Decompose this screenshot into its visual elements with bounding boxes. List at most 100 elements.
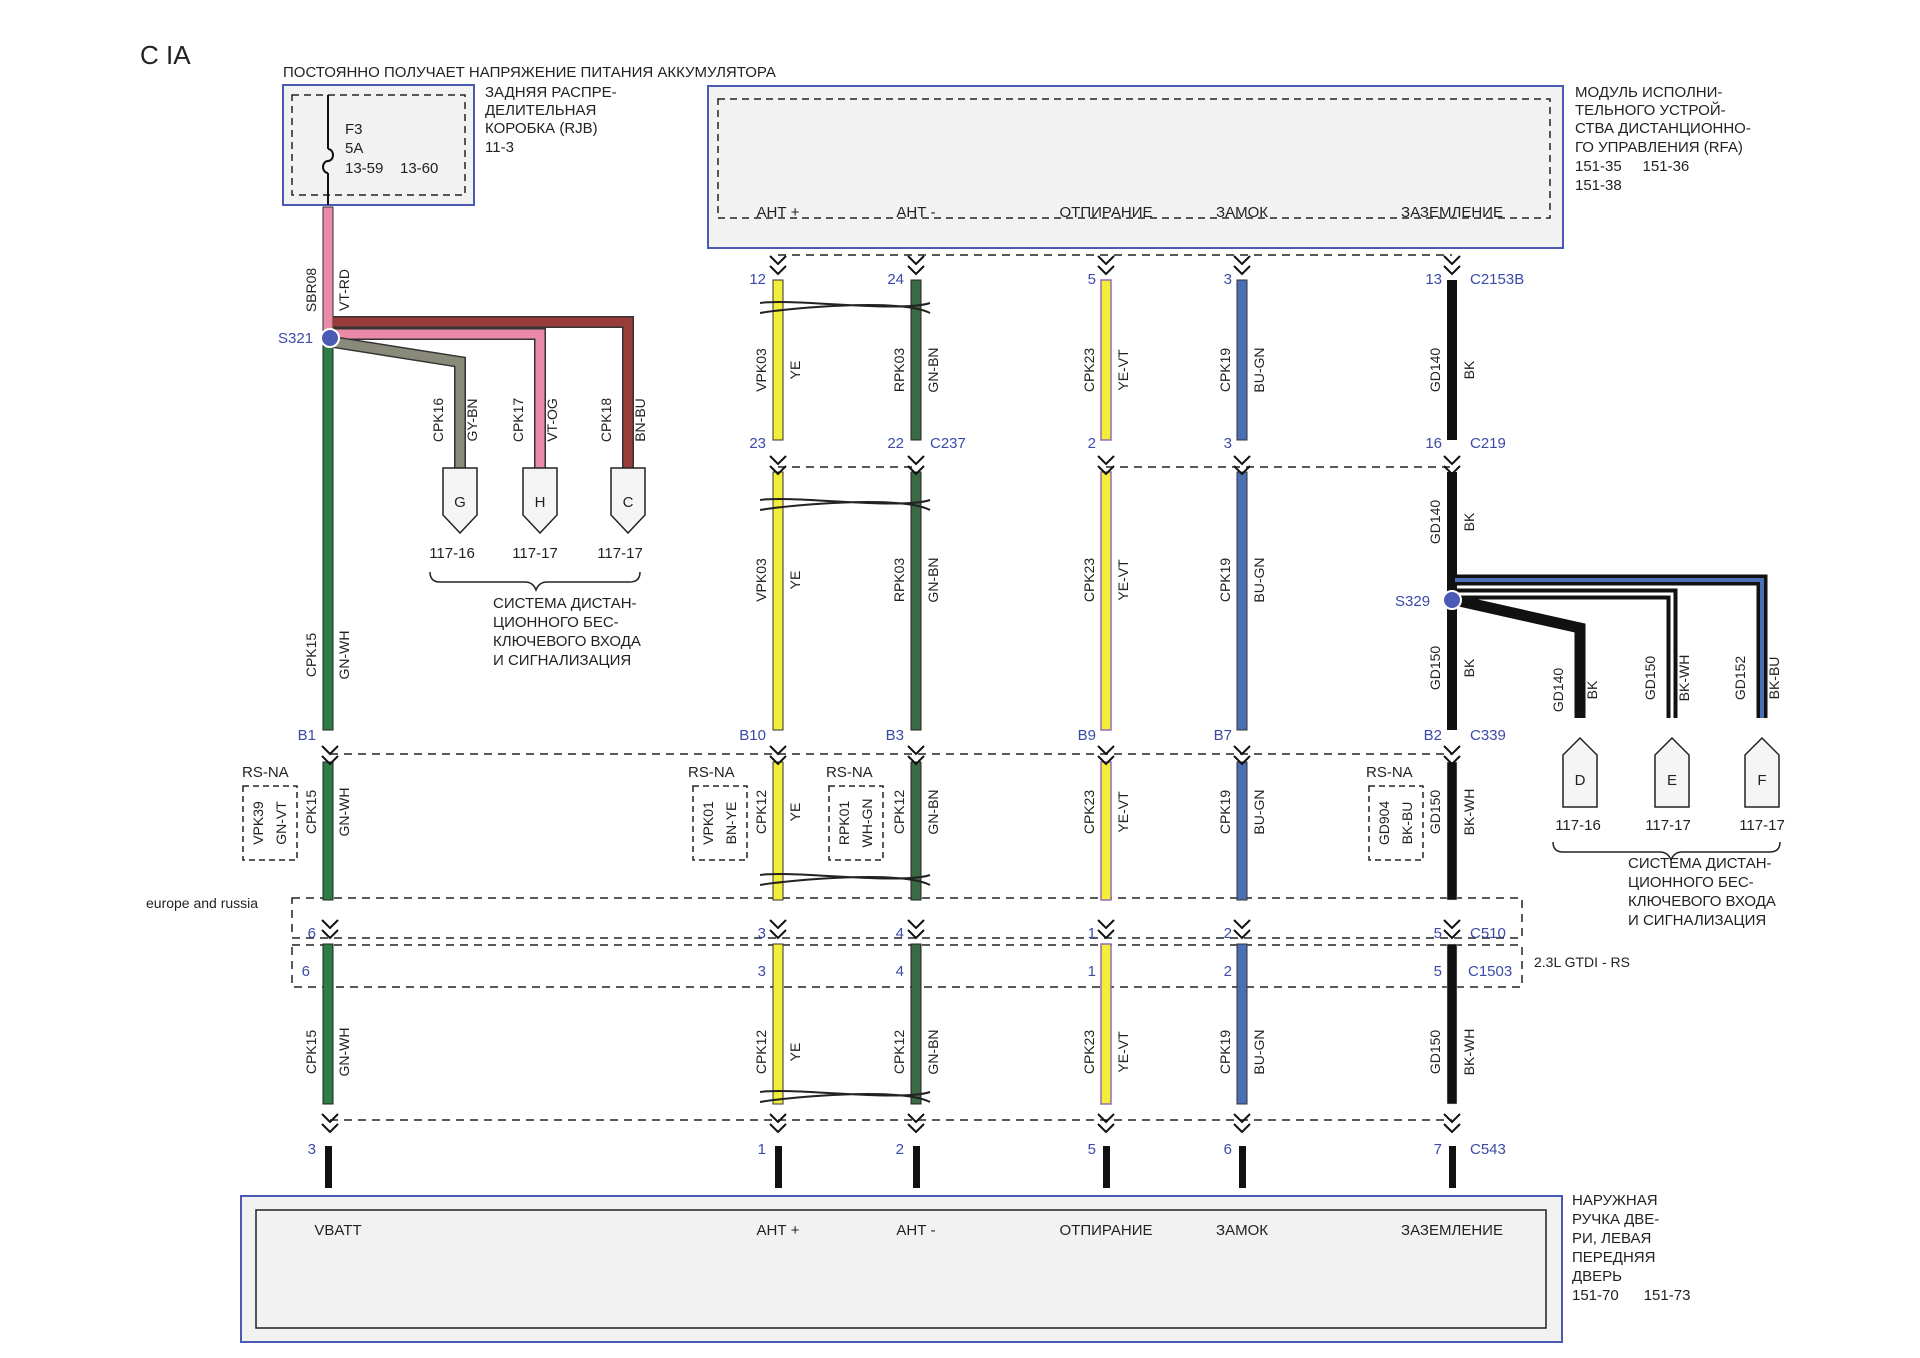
handle-pin-unlock: ОТПИРАНИЕ <box>1059 1222 1152 1239</box>
rfa-inner <box>717 98 1551 219</box>
pin-c219-unlock: 2 <box>1088 435 1096 452</box>
fuse-icon <box>322 148 334 174</box>
wire-ant-minus-seg1 <box>910 279 922 441</box>
connector-c2153b: C2153B <box>1470 271 1524 288</box>
terminal-f-ref: 117-17 <box>1739 817 1785 834</box>
wire-lock-seg3 <box>1236 761 1248 901</box>
wl-lock-s0-color: BU-GN <box>1251 347 1267 392</box>
wl-gnd-s2-color: BK <box>1461 658 1477 677</box>
pin-c510-unlock: 1 <box>1088 925 1096 942</box>
wl-antp-s1-color: YE <box>787 571 803 590</box>
pin-c339-ant-minus: B3 <box>886 727 904 744</box>
wl-gnd-s1-circuit: GD140 <box>1427 500 1443 545</box>
wire-ground-seg3 <box>1446 761 1458 901</box>
pin-c1503-ant-minus: 4 <box>896 963 904 980</box>
rfa-name-4: ГО УПРАВЛЕНИЯ (RFA) <box>1575 139 1743 156</box>
wl-gnd-s4-circuit: GD150 <box>1427 1030 1443 1075</box>
wl-antm-s3-color: GN-BN <box>925 1029 941 1074</box>
pin-c339-unlock: B9 <box>1078 727 1096 744</box>
wl-gd150-branch-circuit: GD150 <box>1642 656 1658 701</box>
connector-arrow-icon <box>1443 255 1461 276</box>
pin-c510-ant-plus: 3 <box>758 925 766 942</box>
pin-numbers: 12 24 5 3 13 C2153B 23 22 C237 2 3 16 C2… <box>298 271 1525 1158</box>
wl-lock-s2-color: BU-GN <box>1251 789 1267 834</box>
fuse-rating: 5A <box>345 140 363 157</box>
connector-arrow-icon <box>1097 1113 1115 1134</box>
wl-unl-s1-circuit: CPK23 <box>1081 558 1097 603</box>
connector-arrow-icon <box>1233 255 1251 276</box>
wl-gd152-branch-color: BK-BU <box>1766 657 1782 700</box>
pin-c543-ground: 7 <box>1434 1141 1442 1158</box>
pin-c2153b-lock: 3 <box>1224 271 1232 288</box>
handle-pin-vbatt: VBATT <box>314 1222 361 1239</box>
handle-inner <box>255 1209 1547 1329</box>
wire-vbatt-seg3 <box>322 943 334 1105</box>
wl-cpk18-color: BN-BU <box>632 398 648 442</box>
wl-cpk17-circuit: CPK17 <box>510 398 526 443</box>
wl-antp-s0-color: YE <box>787 361 803 380</box>
wire-lock-seg4 <box>1236 943 1248 1105</box>
pin-c543-ant-plus: 1 <box>758 1141 766 1158</box>
pin-c1503-unlock: 1 <box>1088 963 1096 980</box>
pin-c1503-lock: 2 <box>1224 963 1232 980</box>
wire-cpk17 <box>333 329 545 468</box>
wl-antp-s3-color: YE <box>787 1043 803 1062</box>
wl-lock-s3-circuit: CPK19 <box>1217 1030 1233 1075</box>
terminal-d-ref: 117-16 <box>1555 817 1601 834</box>
twist-pair-3 <box>759 872 931 886</box>
pin-c1503-vbatt: 6 <box>302 963 310 980</box>
page-title: C IA <box>140 40 191 70</box>
pin-c339-ant-plus: B10 <box>739 727 766 744</box>
connector-arrow-icon <box>1443 745 1461 766</box>
connector-arrow-icon <box>907 919 925 940</box>
wl-antp-s2-circuit: CPK12 <box>753 790 769 835</box>
wire-ant-plus-seg1 <box>772 279 784 441</box>
pin-c543-vbatt: 3 <box>308 1141 316 1158</box>
rfa-pin-unlock: ОТПИРАНИЕ <box>1059 204 1152 221</box>
connector-arrow-icon <box>907 745 925 766</box>
rjb-ref-b: 13-60 <box>400 160 438 177</box>
keyless-left-2: ЦИОННОГО БЕС- <box>493 614 619 631</box>
alt-vpk39-circuit: VPK39 <box>250 801 266 845</box>
wire-labels: SBR08 VT-RD CPK16 GY-BN CPK17 VT-OG CPK1… <box>303 268 1782 1077</box>
c1503-box <box>291 944 1523 988</box>
connector-arrow-icon <box>1233 745 1251 766</box>
pin-c510-ant-minus: 4 <box>896 925 904 942</box>
rfa-name-2: ТЕЛЬНОГО УСТРОЙ- <box>1575 101 1726 119</box>
rfa-pin-ant-minus: АНТ - <box>896 204 935 221</box>
connector-arrow-icon <box>1443 919 1461 940</box>
pin-c219-lock: 3 <box>1224 435 1232 452</box>
wl-sbr08-color: VT-RD <box>336 269 352 311</box>
alt-rpk01-box <box>828 785 884 861</box>
alt-vpk01-color: BN-YE <box>723 802 739 845</box>
connector-arrows <box>321 255 1461 1134</box>
pin-c1503-ant-plus: 3 <box>758 963 766 980</box>
wl-gnd-s0-circuit: GD140 <box>1427 348 1443 393</box>
connector-c1503: C1503 <box>1468 963 1512 980</box>
wire-ant-plus-stub <box>775 1146 782 1188</box>
rfa-name-5: 151-35 151-36 <box>1575 158 1689 175</box>
rjb-ref-a: 13-59 <box>345 160 383 177</box>
rjb-name-4: 11-3 <box>485 139 514 156</box>
wl-vbatt-s1-color: GN-WH <box>336 631 352 680</box>
connector-arrow-icon <box>907 1113 925 1134</box>
alt-vpk01-circuit: VPK01 <box>700 801 716 845</box>
fuse-id: F3 <box>345 121 363 138</box>
wl-antp-s0-circuit: VPK03 <box>753 348 769 392</box>
splice-s329-icon <box>1442 590 1462 610</box>
wl-antp-s1-circuit: VPK03 <box>753 558 769 602</box>
rjb-inner <box>291 94 466 196</box>
connector-arrow-icon <box>1443 455 1461 476</box>
rfa-box <box>707 85 1564 249</box>
handle-name-1: НАРУЖНАЯ <box>1572 1192 1658 1209</box>
rs-na-label-2: RS-NA <box>688 764 735 781</box>
wl-vbatt-s2-color: GN-WH <box>336 788 352 837</box>
wire-unlock-seg2 <box>1100 471 1112 731</box>
connector-arrow-icon <box>769 1113 787 1134</box>
rs-na-label-1: RS-NA <box>242 764 289 781</box>
rfa-pin-ant-plus: АНТ + <box>757 204 800 221</box>
handle-pin-lock: ЗАМОК <box>1216 1222 1268 1239</box>
pin-c237-ant-plus: 23 <box>749 435 766 452</box>
handle-name-6: 151-70 151-73 <box>1572 1287 1690 1304</box>
